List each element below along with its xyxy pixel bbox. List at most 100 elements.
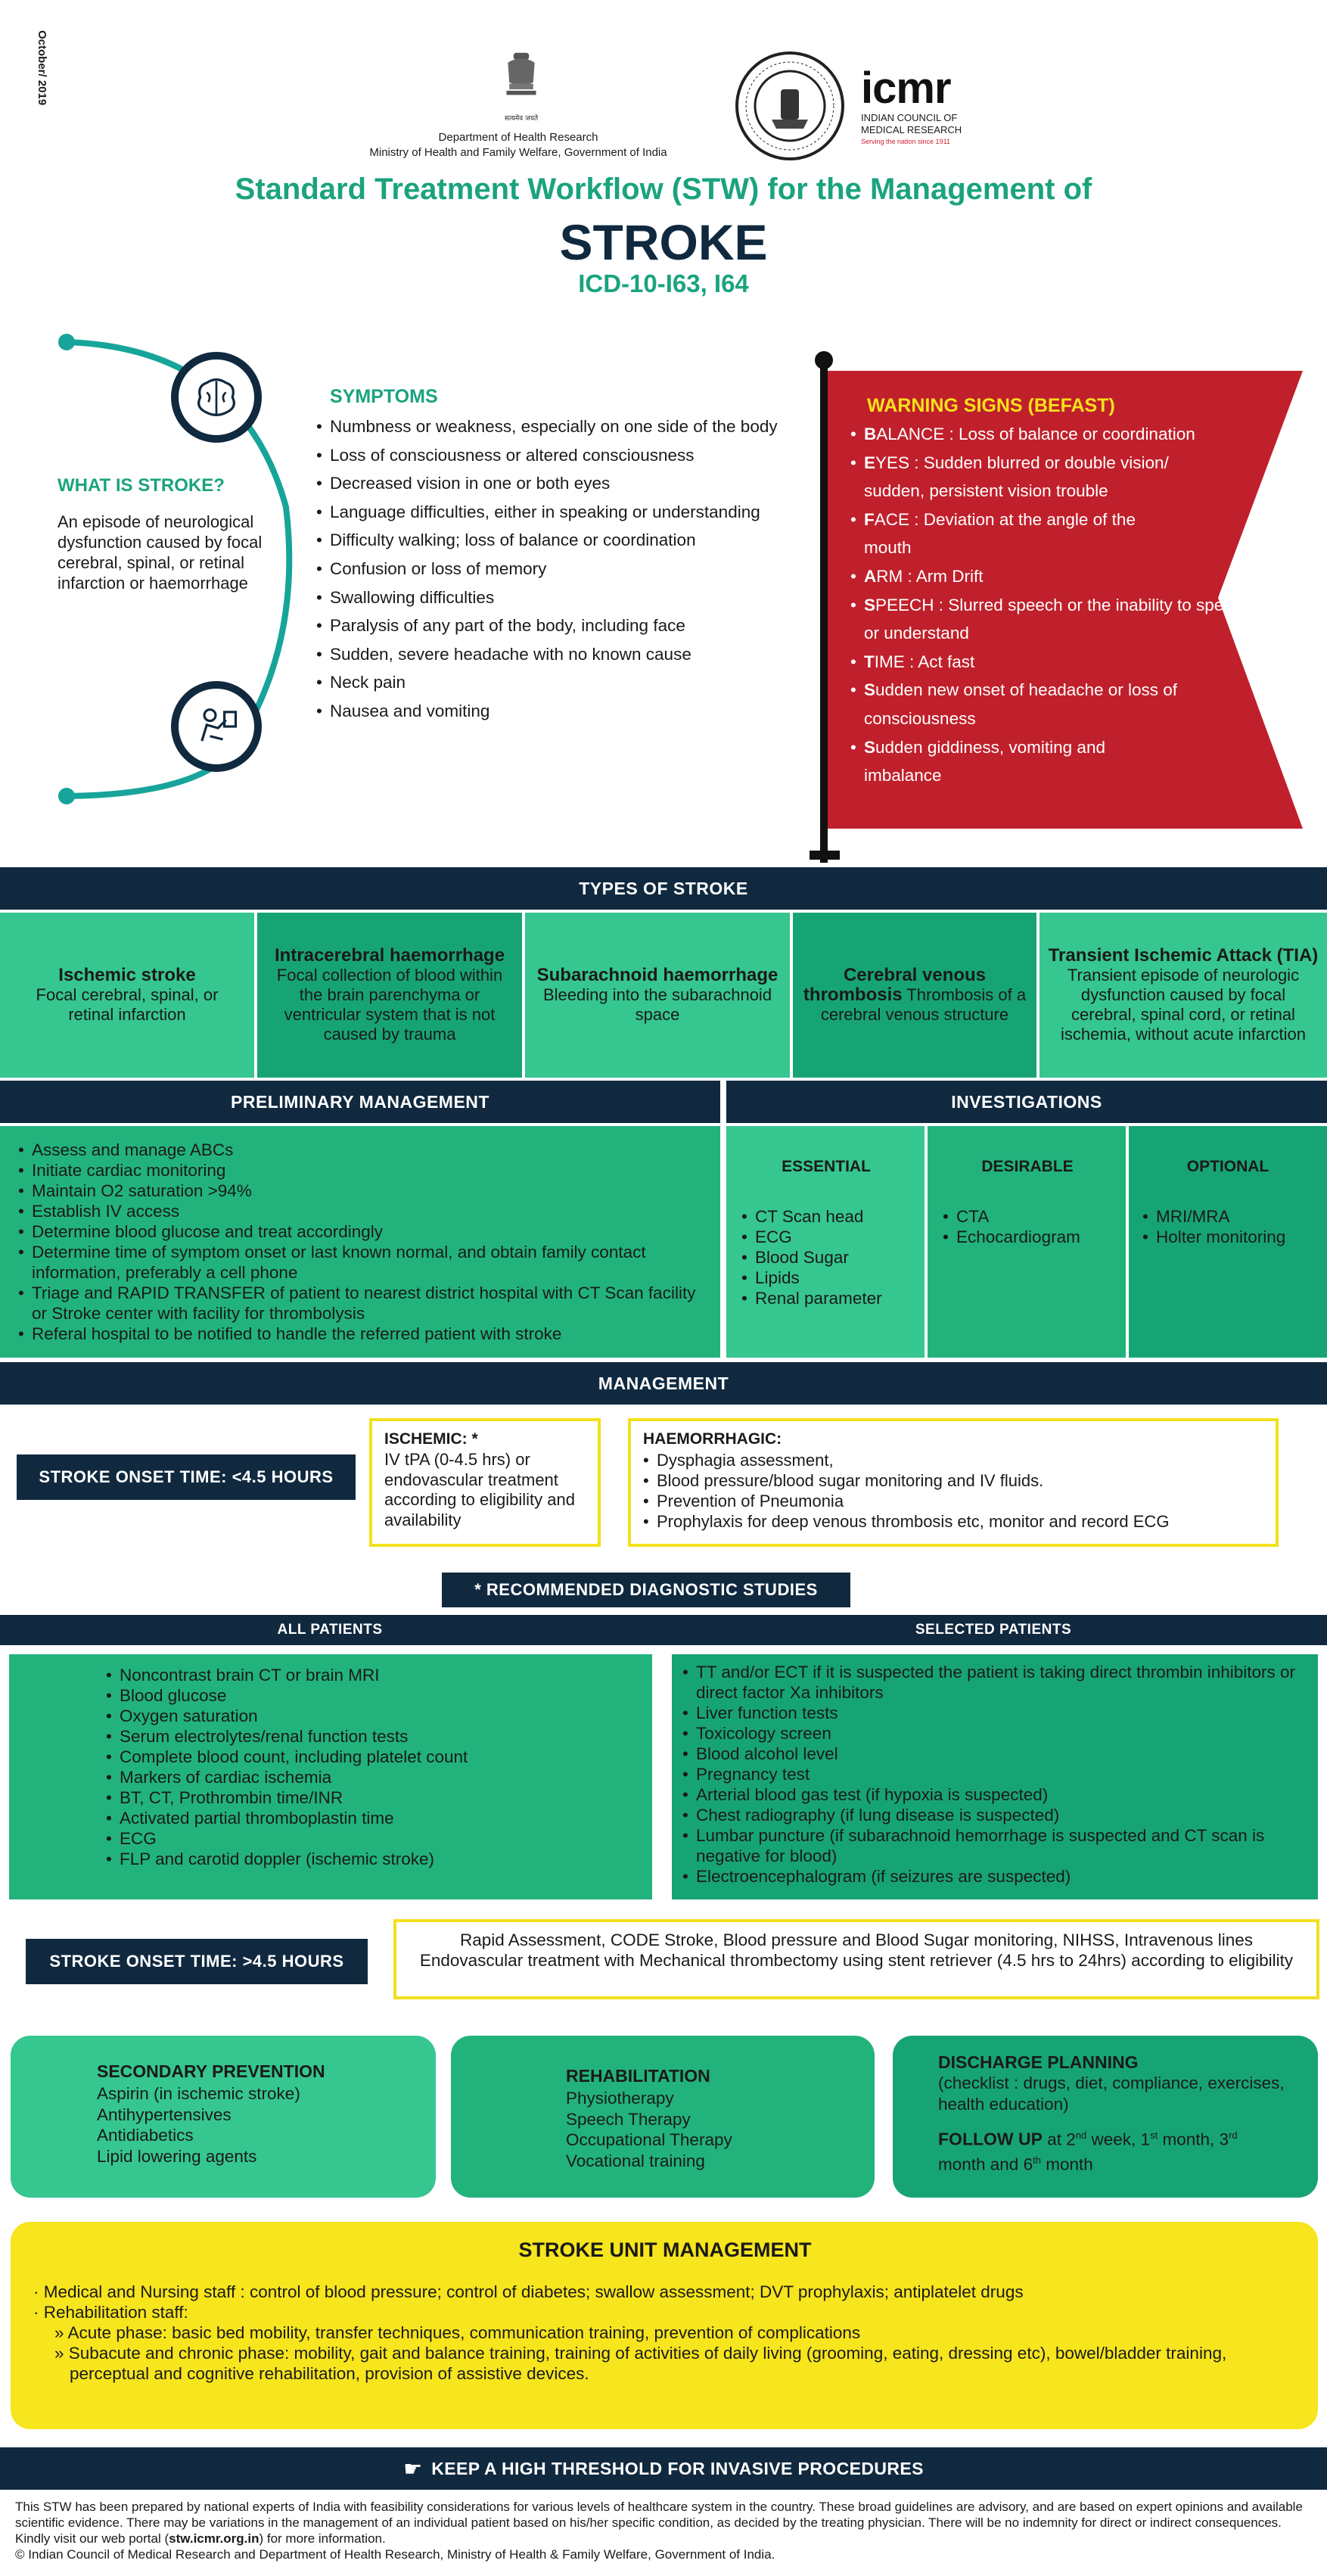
ministry-name: Ministry of Health and Family Welfare, G… — [369, 146, 667, 159]
su-line: · Rehabilitation staff: — [33, 2303, 188, 2322]
all-item: Oxygen saturation — [106, 1706, 637, 1726]
haem-item: Dysphagia assessment, — [643, 1450, 1263, 1470]
onset-gt-4-5-box: Rapid Assessment, CODE Stroke, Blood pre… — [393, 1919, 1319, 1999]
portal-link[interactable]: stw.icmr.org.in — [169, 2531, 259, 2546]
warning-item: BALANCE : Loss of balance or coordinatio… — [850, 420, 1244, 449]
sel-item: Arterial blood gas test (if hypoxia is s… — [682, 1784, 1300, 1805]
type-ischemic: Ischemic stroke Focal cerebral, spinal, … — [0, 913, 254, 1078]
sel-item: Chest radiography (if lung disease is su… — [682, 1805, 1300, 1825]
type-tia: Transient Ischemic Attack (TIA) Transien… — [1040, 913, 1327, 1078]
emblem-icon: सत्यमेव जयते — [495, 50, 548, 126]
secondary-prevention-panel: SECONDARY PREVENTION Aspirin (in ischemi… — [11, 2036, 436, 2198]
prelim-item: Maintain O2 saturation >94% — [18, 1181, 702, 1201]
investigations-heading: INVESTIGATIONS — [726, 1081, 1327, 1123]
all-item: FLP and carotid doppler (ischemic stroke… — [106, 1849, 637, 1869]
prelim-item: Initiate cardiac monitoring — [18, 1160, 702, 1181]
symptom-item: Difficulty walking; loss of balance or c… — [316, 526, 785, 555]
su-line: · Medical and Nursing staff : control of… — [33, 2282, 1024, 2301]
essential-item: Renal parameter — [741, 1288, 911, 1308]
brain-icon — [171, 352, 262, 443]
page-title: STROKE — [559, 214, 768, 270]
selected-patients-panel: TT and/or ECT if it is suspected the pat… — [672, 1654, 1318, 1899]
symptom-item: Sudden, severe headache with no known ca… — [316, 640, 785, 669]
haem-item: Prophylaxis for deep venous thrombosis e… — [643, 1511, 1263, 1532]
haem-item: Blood pressure/blood sugar monitoring an… — [643, 1470, 1263, 1491]
warning-item: TIME : Act fast — [850, 648, 1244, 677]
threshold-bar: ☛ KEEP A HIGH THRESHOLD FOR INVASIVE PRO… — [0, 2447, 1327, 2490]
warning-item: ARM : Arm Drift — [850, 562, 1244, 591]
essential-item: Lipids — [741, 1268, 911, 1288]
haem-item: Prevention of Pneumonia — [643, 1491, 1263, 1511]
disclaimer: This STW has been prepared by national e… — [15, 2500, 1303, 2546]
all-item: Markers of cardiac ischemia — [106, 1767, 637, 1787]
sel-item: Pregnancy test — [682, 1764, 1300, 1784]
su-sub: » Acute phase: basic bed mobility, trans… — [54, 2323, 861, 2342]
prelim-item: Establish IV access — [18, 1201, 702, 1221]
secondary-item: Aspirin (in ischemic stroke) — [97, 2084, 300, 2103]
all-item: Activated partial thromboplastin time — [106, 1808, 637, 1828]
what-heading: WHAT IS STROKE? — [57, 475, 225, 496]
haemorrhagic-box: HAEMORRHAGIC: Dysphagia assessment, Bloo… — [628, 1418, 1279, 1547]
all-item: Complete blood count, including platelet… — [106, 1747, 637, 1767]
prelim-item: Determine blood glucose and treat accord… — [18, 1221, 702, 1242]
all-item: Serum electrolytes/renal function tests — [106, 1726, 637, 1747]
warning-signs: WARNING SIGNS (BEFAST) BALANCE : Loss of… — [850, 395, 1244, 790]
sel-item: Toxicology screen — [682, 1723, 1300, 1744]
sel-item: TT and/or ECT if it is suspected the pat… — [682, 1662, 1300, 1703]
essential-item: Blood Sugar — [741, 1247, 911, 1268]
ischemic-box: ISCHEMIC: * IV tPA (0-4.5 hrs) or endova… — [369, 1418, 601, 1547]
essential-item: CT Scan head — [741, 1206, 911, 1227]
sel-item: Blood alcohol level — [682, 1744, 1300, 1764]
icd-code: ICD-10-I63, I64 — [578, 269, 749, 297]
su-sub: » Subacute and chronic phase: mobility, … — [54, 2344, 1227, 2383]
secondary-item: Antihypertensives — [97, 2105, 232, 2124]
sel-item: Liver function tests — [682, 1703, 1300, 1723]
sel-item: Lumbar puncture (if subarachnoid hemorrh… — [682, 1825, 1300, 1866]
prelim-item: Determine time of symptom onset or last … — [18, 1242, 702, 1283]
prelim-heading: PRELIMINARY MANAGEMENT — [0, 1081, 720, 1123]
essential-col: ESSENTIAL CT Scan head ECG Blood Sugar L… — [726, 1126, 925, 1358]
symptom-item: Numbness or weakness, especially on one … — [316, 412, 785, 441]
page-subtitle: Standard Treatment Workflow (STW) for th… — [235, 173, 1092, 206]
pointing-hand-icon: ☛ — [403, 2456, 423, 2481]
warning-item: Sudden new onset of headache or loss of … — [850, 676, 1244, 733]
symptom-item: Language difficulties, either in speakin… — [316, 498, 785, 527]
prelim-panel: Assess and manage ABCs Initiate cardiac … — [0, 1126, 720, 1358]
desirable-item: Echocardiogram — [943, 1227, 1112, 1247]
optional-item: MRI/MRA — [1142, 1206, 1313, 1227]
types-heading: TYPES OF STROKE — [0, 867, 1327, 910]
follow-up: FOLLOW UP at 2nd week, 1st month, 3rd mo… — [938, 2129, 1238, 2174]
symptom-item: Decreased vision in one or both eyes — [316, 469, 785, 498]
prelim-item: Assess and manage ABCs — [18, 1140, 702, 1160]
rehab-item: Vocational training — [566, 2151, 705, 2170]
symptoms-section: SYMPTOMS Numbness or weakness, especiall… — [316, 386, 785, 726]
desirable-item: CTA — [943, 1206, 1112, 1227]
patient-icon — [171, 681, 262, 772]
all-item: Blood glucose — [106, 1685, 637, 1706]
prelim-item: Triage and RAPID TRANSFER of patient to … — [18, 1283, 702, 1324]
management-heading: MANAGEMENT — [0, 1362, 1327, 1405]
symptom-item: Nausea and vomiting — [316, 697, 785, 726]
symptom-item: Confusion or loss of memory — [316, 555, 785, 583]
investigations-panel: ESSENTIAL CT Scan head ECG Blood Sugar L… — [726, 1126, 1327, 1358]
dept-name: Department of Health Research — [438, 131, 598, 144]
onset-gt-4-5-label: STROKE ONSET TIME: >4.5 HOURS — [26, 1939, 368, 1984]
types-row: Ischemic stroke Focal cerebral, spinal, … — [0, 913, 1327, 1078]
discharge-panel: DISCHARGE PLANNING (checklist : drugs, d… — [893, 2036, 1318, 2198]
selected-patients-heading: SELECTED PATIENTS — [660, 1615, 1327, 1645]
secondary-item: Antidiabetics — [97, 2126, 194, 2145]
type-subarachnoid: Subarachnoid haemorrhage Bleeding into t… — [525, 913, 790, 1078]
warning-item: SPEECH : Slurred speech or the inability… — [850, 591, 1244, 648]
secondary-item: Lipid lowering agents — [97, 2146, 257, 2166]
onset-lt-4-5-label: STROKE ONSET TIME: <4.5 HOURS — [17, 1454, 356, 1500]
symptom-item: Paralysis of any part of the body, inclu… — [316, 611, 785, 640]
desirable-col: DESIRABLE CTA Echocardiogram — [928, 1126, 1126, 1358]
rehab-item: Physiotherapy — [566, 2089, 674, 2108]
what-text: An episode of neurological dysfunction c… — [57, 512, 263, 593]
recommended-studies-heading: * RECOMMENDED DIAGNOSTIC STUDIES — [442, 1573, 850, 1607]
icmr-seal-icon — [734, 50, 846, 162]
warning-heading: WARNING SIGNS (BEFAST) — [867, 395, 1115, 416]
all-patients-panel: Noncontrast brain CT or brain MRI Blood … — [9, 1654, 652, 1899]
what-is-stroke: WHAT IS STROKE? An episode of neurologic… — [57, 475, 284, 593]
symptom-item: Loss of consciousness or altered conscio… — [316, 441, 785, 470]
